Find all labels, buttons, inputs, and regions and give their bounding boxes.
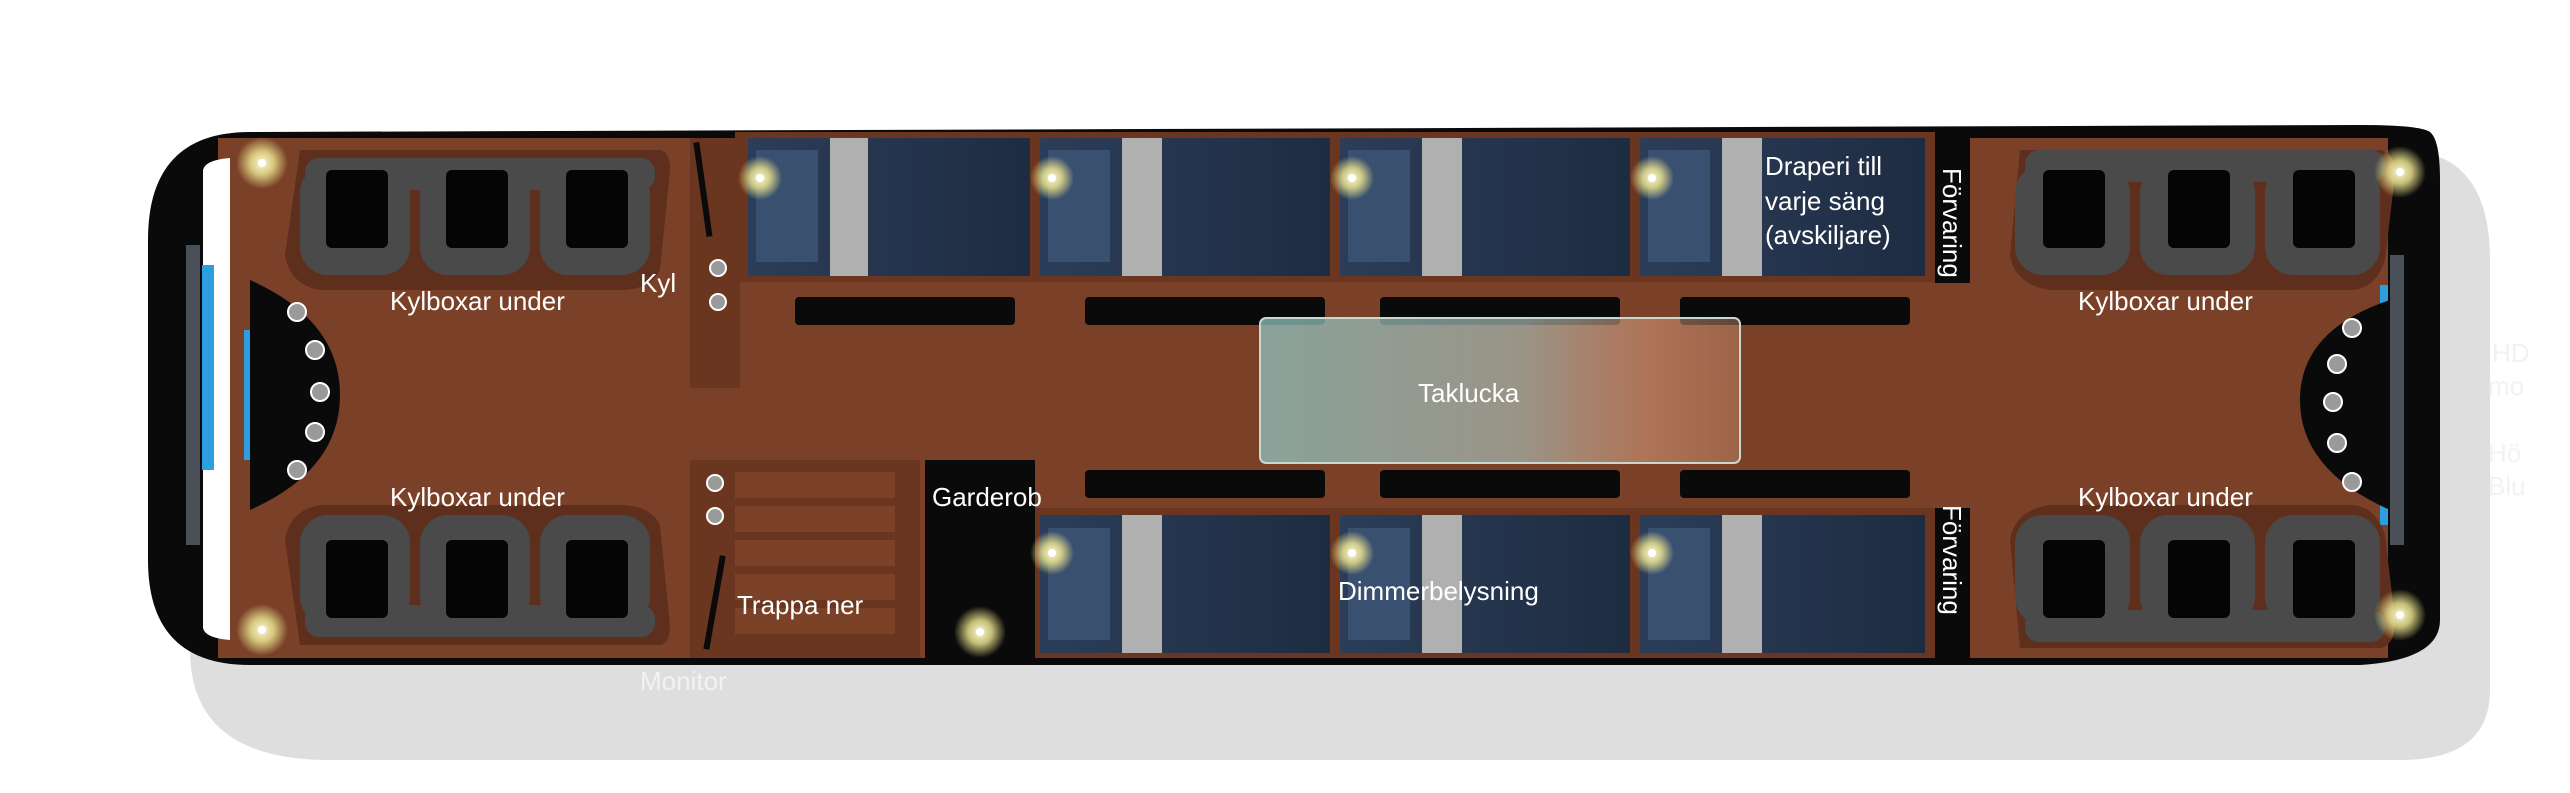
label-coolbox-bottom-left: Kylboxar under bbox=[390, 482, 565, 512]
label-coolbox-bottom-right: Kylboxar under bbox=[2078, 482, 2253, 512]
lounge-seats-front-top bbox=[285, 150, 670, 290]
bunk-row-bottom bbox=[1035, 508, 1935, 658]
label-drape-line-2: varje säng bbox=[1765, 186, 1885, 216]
label-coolbox-top-right: Kylboxar under bbox=[2078, 286, 2253, 316]
lounge-seats-rear-top bbox=[2010, 150, 2395, 290]
bed-top-2 bbox=[1040, 138, 1330, 276]
bed-top-1 bbox=[748, 138, 1030, 276]
bunk-row-top bbox=[735, 132, 1935, 282]
front-display-left-blue-2 bbox=[244, 330, 252, 460]
label-coolbox-top-left: Kylboxar under bbox=[390, 286, 565, 316]
cooler-cabinet-door bbox=[693, 142, 713, 237]
lamps bbox=[236, 137, 2426, 658]
stairwell-knobs bbox=[706, 474, 724, 525]
bed-top-3 bbox=[1340, 138, 1630, 276]
label-storage-bottom: Förvaring bbox=[1937, 505, 1967, 615]
storage-column-bottom bbox=[1935, 508, 1970, 663]
label-right-partial-2b: Blu bbox=[2488, 471, 2526, 501]
cooler-knobs bbox=[709, 259, 727, 311]
label-right-partial-1a: HD bbox=[2492, 338, 2530, 368]
front-dashboard bbox=[250, 280, 340, 510]
lower-bunk-edges-bottom bbox=[1085, 470, 1910, 498]
label-wardrobe: Garderob bbox=[932, 482, 1042, 512]
label-drape-line-1: Draperi till bbox=[1765, 151, 1882, 181]
label-coolbox-partial: Kyl bbox=[640, 268, 676, 298]
label-monitor: Monitor bbox=[640, 666, 727, 696]
front-display-left bbox=[186, 245, 200, 545]
rear-dashboard bbox=[2300, 300, 2390, 510]
bed-top-4 bbox=[1640, 138, 1925, 276]
label-stairs-down: Trappa ner bbox=[737, 590, 864, 620]
bed-bottom-3 bbox=[1640, 515, 1925, 653]
rear-display-right bbox=[2390, 255, 2404, 545]
label-roof-hatch: Taklucka bbox=[1418, 378, 1520, 408]
label-dimmer-lighting: Dimmerbelysning bbox=[1338, 576, 1539, 606]
roof-hatch bbox=[1259, 317, 1741, 464]
label-drape-line-3: (avskiljare) bbox=[1765, 220, 1891, 250]
front-display-left-blue bbox=[202, 265, 214, 470]
bed-bottom-2 bbox=[1340, 515, 1630, 653]
storage-column-top bbox=[1935, 128, 1970, 283]
lounge-seats-front-bottom bbox=[285, 505, 670, 645]
front-control-knobs bbox=[287, 302, 330, 480]
lounge-seats-rear-bottom bbox=[2010, 505, 2395, 648]
stairwell bbox=[690, 460, 920, 658]
rear-control-knobs bbox=[2323, 318, 2362, 492]
bed-bottom-1 bbox=[1040, 515, 1330, 653]
label-right-partial-2a: Hö bbox=[2488, 438, 2521, 468]
label-storage-top: Förvaring bbox=[1937, 168, 1967, 278]
label-right-partial-1b: mo bbox=[2488, 371, 2524, 401]
